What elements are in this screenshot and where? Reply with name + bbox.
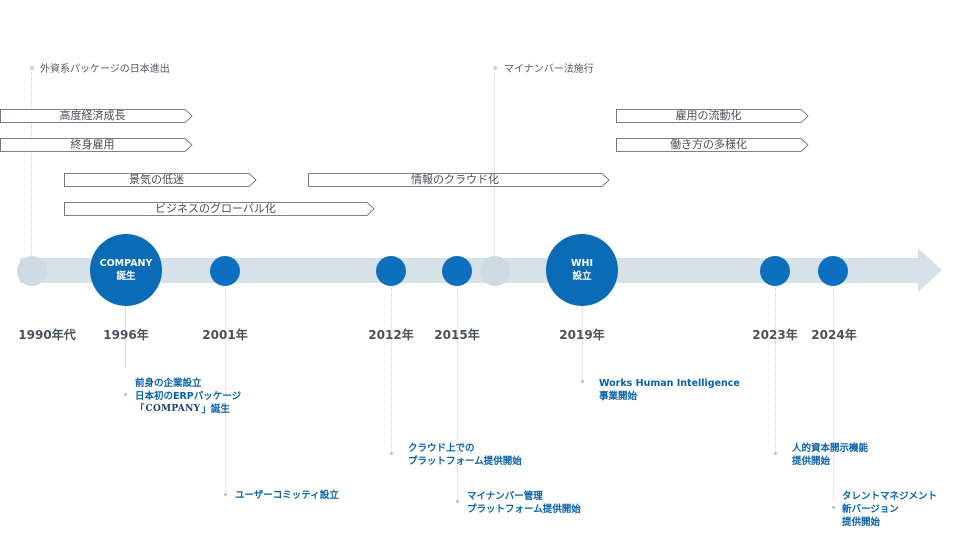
event-connector bbox=[775, 288, 776, 452]
event-2023-line2: 提供開始 bbox=[792, 456, 831, 467]
event-marker bbox=[832, 506, 835, 509]
era-banner-recession: 景気の低迷 bbox=[64, 173, 257, 187]
event-1996: 前身の企業設立 日本初のERPパッケージ 「 COMPANY 」誕生 bbox=[135, 377, 241, 416]
event-connector bbox=[391, 288, 392, 452]
event-marker bbox=[224, 493, 227, 496]
event-2023: 人的資本開示機能 提供開始 bbox=[792, 442, 868, 468]
event-2024-line1: タレントマネジメント bbox=[842, 491, 938, 502]
event-1996-line2: 日本初のERPパッケージ bbox=[135, 391, 242, 402]
timeline-node-2024 bbox=[818, 256, 848, 286]
bracket-close: 」誕生 bbox=[201, 404, 230, 415]
timeline-node-2023 bbox=[760, 256, 790, 286]
year-label-2012: 2012年 bbox=[368, 328, 414, 342]
event-1996-line3: 「 COMPANY 」誕生 bbox=[135, 403, 241, 416]
timeline-node-mynumber bbox=[480, 256, 510, 286]
milestone-company-birth: COMPANY 誕生 bbox=[90, 234, 162, 306]
timeline-node-1990s bbox=[17, 256, 47, 286]
milestone-company-line2: 誕生 bbox=[116, 271, 136, 282]
event-2019-line2: 事業開始 bbox=[599, 391, 638, 402]
event-marker bbox=[124, 393, 127, 396]
timeline-node-2001 bbox=[210, 256, 240, 286]
event-connector bbox=[457, 288, 458, 500]
event-marker bbox=[456, 500, 459, 503]
event-connector bbox=[225, 288, 226, 492]
context-guide-line bbox=[31, 72, 32, 256]
event-2012-line2: プラットフォーム提供開始 bbox=[408, 456, 522, 467]
event-2012-line1: クラウド上での bbox=[408, 443, 475, 454]
era-banner-lifetime-employment: 終身雇用 bbox=[0, 138, 193, 152]
event-1996-line1: 前身の企業設立 bbox=[135, 378, 202, 389]
event-connector bbox=[125, 306, 126, 368]
event-2015: マイナンバー管理 プラットフォーム提供開始 bbox=[467, 490, 581, 516]
era-banner-globalization: ビジネスのグローバル化 bbox=[64, 202, 375, 216]
year-label-1996: 1996年 bbox=[103, 328, 149, 342]
event-2024-line2: 新バージョン bbox=[842, 504, 899, 515]
context-label-mynumber-law: マイナンバー法施行 bbox=[504, 64, 594, 75]
event-2012: クラウド上での プラットフォーム提供開始 bbox=[408, 442, 522, 468]
company-logo: COMPANY bbox=[145, 404, 201, 414]
year-label-2015: 2015年 bbox=[434, 328, 480, 342]
year-label-2019: 2019年 bbox=[559, 328, 605, 342]
year-label-2001: 2001年 bbox=[202, 328, 248, 342]
event-marker bbox=[581, 380, 584, 383]
event-2019-line1: Works Human Intelligence bbox=[599, 378, 740, 389]
timeline-arrowhead bbox=[918, 248, 942, 292]
event-connector bbox=[582, 306, 583, 380]
timeline-node-2015 bbox=[442, 256, 472, 286]
era-banner-cloud: 情報のクラウド化 bbox=[308, 173, 610, 187]
context-marker bbox=[493, 66, 497, 70]
event-marker bbox=[774, 452, 777, 455]
context-guide-line bbox=[494, 72, 495, 256]
era-banner-diverse-workstyles: 働き方の多様化 bbox=[616, 138, 809, 152]
milestone-whi-line1: WHI bbox=[571, 258, 593, 269]
milestone-company-line1: COMPANY bbox=[99, 258, 153, 269]
milestone-whi-line2: 設立 bbox=[572, 271, 592, 282]
era-banner-high-growth: 高度経済成長 bbox=[0, 109, 193, 123]
event-connector bbox=[833, 288, 834, 500]
timeline-node-2012 bbox=[376, 256, 406, 286]
event-2019: Works Human Intelligence 事業開始 bbox=[599, 377, 740, 403]
event-2015-line1: マイナンバー管理 bbox=[467, 491, 543, 502]
milestone-whi-founding: WHI 設立 bbox=[546, 234, 618, 306]
event-2023-line1: 人的資本開示機能 bbox=[792, 443, 869, 454]
context-marker bbox=[30, 66, 34, 70]
event-2015-line2: プラットフォーム提供開始 bbox=[467, 504, 581, 515]
event-2024-line3: 提供開始 bbox=[842, 517, 881, 528]
year-label-2023: 2023年 bbox=[752, 328, 798, 342]
context-label-foreign-package: 外資系パッケージの日本進出 bbox=[40, 64, 170, 75]
event-2024: タレントマネジメント 新バージョン 提供開始 bbox=[842, 490, 937, 529]
event-2001-line1: ユーザーコミッティ設立 bbox=[235, 490, 339, 501]
event-2001: ユーザーコミッティ設立 bbox=[235, 489, 339, 502]
year-label-1990s: 1990年代 bbox=[18, 328, 76, 342]
event-marker bbox=[390, 452, 393, 455]
year-label-2024: 2024年 bbox=[811, 328, 857, 342]
bracket-open: 「 bbox=[135, 404, 145, 415]
era-banner-employment-fluidity: 雇用の流動化 bbox=[616, 109, 809, 123]
